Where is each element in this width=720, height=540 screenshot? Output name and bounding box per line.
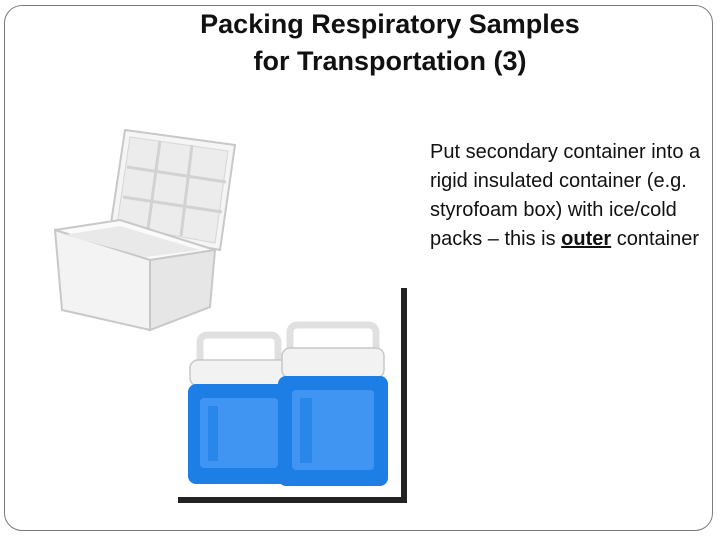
slide-title: Packing Respiratory Samples for Transpor… bbox=[130, 6, 650, 80]
styrofoam-box-image bbox=[53, 128, 237, 332]
title-line-2: for Transportation (3) bbox=[253, 46, 527, 76]
body-text-emphasis: outer bbox=[561, 228, 612, 250]
body-text-part-2: container bbox=[611, 228, 700, 250]
body-text: Put secondary container into a rigid ins… bbox=[430, 138, 705, 254]
title-line-1: Packing Respiratory Samples bbox=[200, 9, 580, 39]
cooler-boxes-image bbox=[178, 288, 407, 503]
body-text-part-1: Put secondary container into a rigid ins… bbox=[430, 141, 701, 250]
slide-frame bbox=[4, 5, 713, 531]
